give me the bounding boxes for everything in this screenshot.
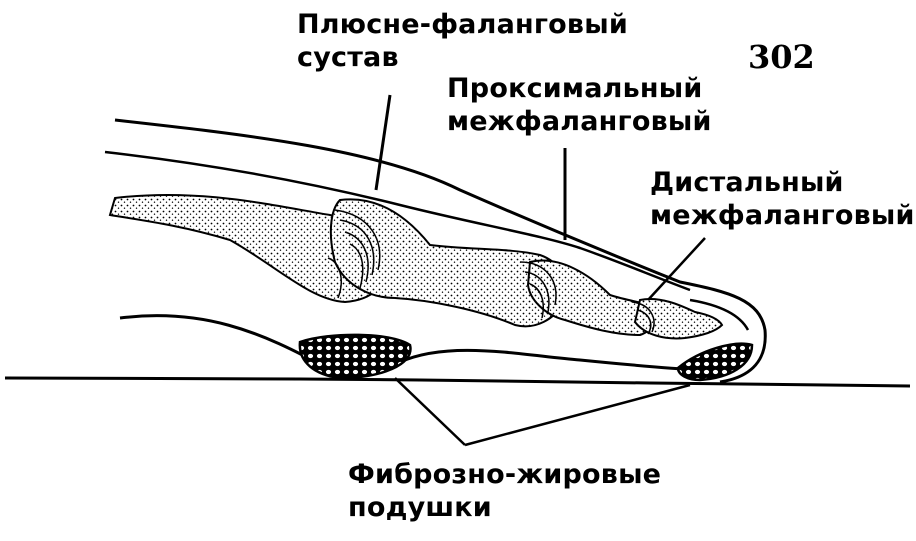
distal-ip-capsule <box>631 301 655 335</box>
label-fat-pads: Фиброзно-жировые подушки <box>348 459 662 523</box>
proximal-phalanx <box>329 198 568 328</box>
distal-phalanx <box>633 298 724 340</box>
leader-line-distal-ip <box>647 237 706 301</box>
label-proximal-ip-joint: Проксимальный межфаланговый <box>447 73 712 137</box>
leader-line-fat-pad-1 <box>394 377 466 446</box>
label-distal-ip-joint: Дистальный межфаланговый <box>650 167 915 231</box>
mtp-joint-capsule <box>327 209 381 299</box>
ground-line <box>4 376 911 388</box>
fat-pad-proximal <box>298 333 412 380</box>
fat-pad-distal <box>676 342 754 382</box>
proximal-ip-capsule <box>519 261 557 319</box>
nail <box>689 298 750 331</box>
figure-number: 302 <box>748 38 815 76</box>
dorsal-skin-inner <box>104 150 691 292</box>
leader-line-fat-pad-2 <box>464 383 691 447</box>
dorsal-skin-outer <box>114 118 767 384</box>
label-mtp-joint: Плюсне-фаланговый сустав <box>297 9 628 73</box>
leader-line-mtp <box>374 94 392 191</box>
